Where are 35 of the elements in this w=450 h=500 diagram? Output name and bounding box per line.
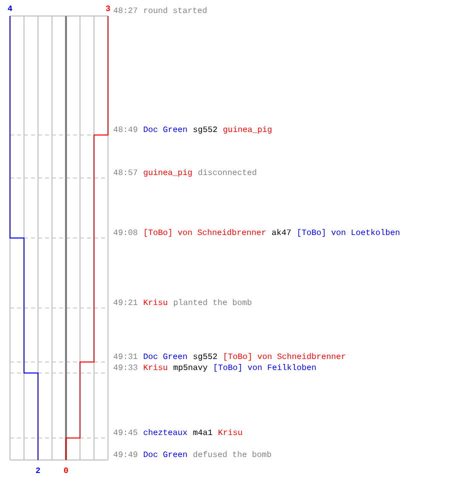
event-time: 49:33 — [114, 364, 138, 370]
weapon-name: sg552 — [194, 354, 217, 361]
weapon-name: sg552 — [194, 126, 217, 134]
player-name: Doc Green — [144, 354, 187, 360]
player-count: 0 — [64, 468, 68, 474]
event-time: 49:49 — [114, 452, 138, 458]
player-count: 2 — [36, 468, 40, 473]
player-name: Krisu — [144, 364, 168, 370]
weapon-name: m4a1 — [193, 430, 212, 436]
player-name: Doc Green — [144, 452, 187, 458]
event-text: defused the bomb — [193, 451, 272, 458]
event-text: round started — [144, 7, 206, 14]
event-time: 48:57 — [114, 170, 138, 176]
player-name: Doc Green — [144, 126, 187, 132]
event-time: 49:31 — [114, 354, 138, 360]
event-text: disconnected — [198, 169, 256, 176]
player-name: Krisu — [218, 429, 242, 436]
weapon-name: mp5navy — [174, 364, 208, 372]
player-name: guinea_pig — [144, 169, 192, 177]
event-time: 48:27 — [114, 8, 138, 14]
player-name: [ToBo] von Schneidbrenner — [144, 229, 266, 237]
player-name: guinea_pig — [223, 126, 272, 134]
player-name: chezteaux — [144, 429, 188, 436]
player-count: 4 — [8, 6, 12, 11]
event-time: 49:21 — [114, 300, 138, 306]
event-text: planted the bomb — [174, 299, 252, 307]
player-count: 3 — [106, 6, 110, 12]
event-time: 49:45 — [114, 430, 138, 436]
player-name: [ToBo] von Loetkolben — [298, 229, 400, 237]
player-name: Krisu — [144, 299, 168, 306]
player-name: [ToBo] von Schneidbrenner — [224, 353, 346, 361]
weapon-name: ak47 — [272, 229, 291, 236]
player-name: [ToBo] von Feilkloben — [214, 364, 316, 372]
event-time: 49:08 — [114, 230, 138, 236]
event-time: 48:49 — [114, 126, 138, 132]
